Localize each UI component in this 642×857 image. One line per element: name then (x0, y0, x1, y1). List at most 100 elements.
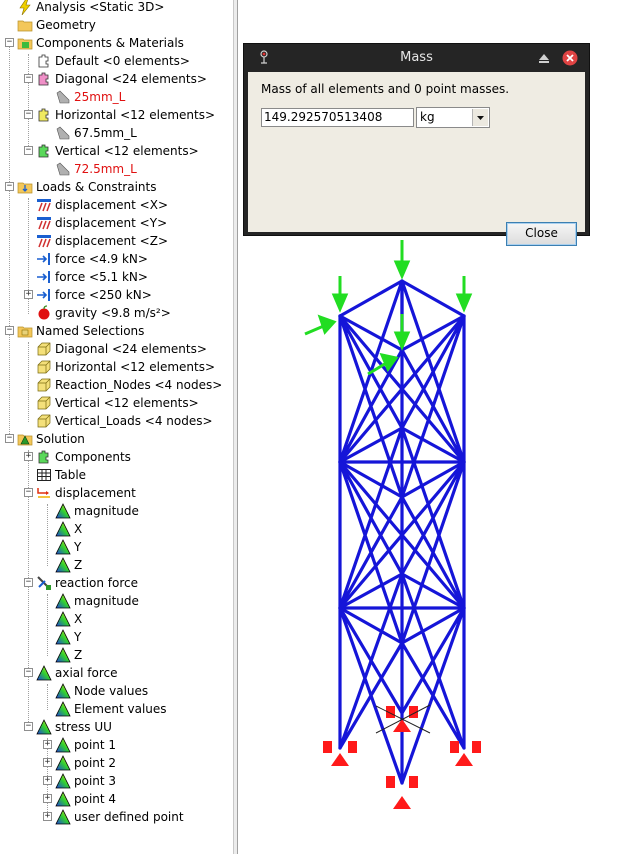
tree-label: force <4.9 kN> (55, 252, 148, 266)
tree-item-diagonal-material[interactable]: 25mm_L (0, 88, 233, 106)
folder-icon (17, 20, 33, 32)
tree-item-rf-x[interactable]: X (0, 610, 233, 628)
tree-label: Z (74, 558, 83, 572)
result-triangle-icon (55, 611, 71, 627)
panel-splitter[interactable] (233, 0, 238, 854)
tree-label: X (74, 522, 83, 536)
close-icon[interactable] (562, 50, 578, 66)
collapse-toggle[interactable]: − (5, 325, 14, 335)
tree-item-disp-magnitude[interactable]: magnitude (0, 502, 233, 520)
tree-item-ns-vertical-loads[interactable]: Vertical_Loads <4 nodes> (0, 412, 233, 430)
tree-item-ns-horizontal[interactable]: Horizontal <12 elements> (0, 358, 233, 376)
result-triangle-icon (55, 791, 71, 807)
tree-label: axial force (55, 666, 118, 680)
tree-item-node-values[interactable]: Node values (0, 682, 233, 700)
tree-item-analysis[interactable]: Analysis <Static 3D> (0, 0, 233, 16)
tree-label: Diagonal <24 elements> (55, 342, 207, 356)
tree-item-user-defined-point[interactable]: + user defined point (0, 808, 233, 826)
tree-item-disp-x[interactable]: X (0, 520, 233, 538)
result-triangle-icon (55, 683, 71, 699)
collapse-toggle[interactable]: − (24, 577, 33, 587)
result-triangle-icon (55, 737, 71, 753)
tree-item-ns-vertical[interactable]: Vertical <12 elements> (0, 394, 233, 412)
mass-dialog: Mass Mass of all elements and 0 point ma… (243, 43, 590, 246)
expand-toggle[interactable]: + (43, 811, 52, 821)
tree-item-ns-reaction-nodes[interactable]: Reaction_Nodes <4 nodes> (0, 376, 233, 394)
tree-item-loads-constraints[interactable]: − Loads & Constraints (0, 178, 233, 196)
expand-toggle[interactable]: + (43, 775, 52, 785)
collapse-toggle[interactable]: − (24, 145, 33, 155)
tree-label: stress UU (55, 720, 112, 734)
unit-select[interactable]: kg (416, 107, 490, 128)
tree-item-rf-y[interactable]: Y (0, 628, 233, 646)
tree-label: Element values (74, 702, 167, 716)
collapse-toggle[interactable]: − (24, 721, 33, 731)
tree-item-vertical-material[interactable]: 72.5mm_L (0, 160, 233, 178)
expand-toggle[interactable]: + (43, 793, 52, 803)
dialog-titlebar[interactable]: Mass (244, 44, 589, 72)
tree-item-displacement-y[interactable]: displacement <Y> (0, 214, 233, 232)
tree-item-stress-uu[interactable]: − stress UU (0, 718, 233, 736)
tree-item-horizontal[interactable]: − Horizontal <12 elements> (0, 106, 233, 124)
cube-selection-icon (37, 342, 51, 356)
tree-item-force-2[interactable]: force <5.1 kN> (0, 268, 233, 286)
collapse-toggle[interactable]: − (24, 109, 33, 119)
tree-item-disp-y[interactable]: Y (0, 538, 233, 556)
angle-section-icon (56, 162, 70, 176)
collapse-toggle[interactable]: − (5, 37, 14, 47)
tree-item-geometry[interactable]: Geometry (0, 16, 233, 34)
tree-label: displacement <Y> (55, 216, 168, 230)
tree-item-default[interactable]: Default <0 elements> (0, 52, 233, 70)
tree-label: X (74, 612, 83, 626)
tree-item-displacement-result[interactable]: − displacement (0, 484, 233, 502)
selection-folder-icon (17, 326, 33, 338)
collapse-toggle[interactable]: − (24, 73, 33, 83)
tree-item-gravity[interactable]: gravity <9.8 m/s²> (0, 304, 233, 322)
tree-line (47, 594, 48, 656)
tree-item-point-4[interactable]: + point 4 (0, 790, 233, 808)
tree-item-rf-z[interactable]: Z (0, 646, 233, 664)
tree-item-element-values[interactable]: Element values (0, 700, 233, 718)
expand-toggle[interactable]: + (24, 289, 33, 299)
close-button[interactable]: Close (506, 222, 577, 246)
tree-item-horizontal-material[interactable]: 67.5mm_L (0, 124, 233, 142)
truss-tower-model (304, 240, 481, 809)
tree-item-force-1[interactable]: force <4.9 kN> (0, 250, 233, 268)
puzzle-piece-icon (38, 72, 49, 86)
collapse-toggle[interactable]: − (24, 487, 33, 497)
collapse-toggle[interactable]: − (24, 667, 33, 677)
result-triangle-icon (55, 647, 71, 663)
tree-item-solution[interactable]: − Solution (0, 430, 233, 448)
tree-item-named-selections[interactable]: − Named Selections (0, 322, 233, 340)
expand-toggle[interactable]: + (43, 739, 52, 749)
tree-item-rf-magnitude[interactable]: magnitude (0, 592, 233, 610)
tree-item-displacement-x[interactable]: displacement <X> (0, 196, 233, 214)
loads-folder-icon (17, 182, 33, 194)
collapse-toggle[interactable]: − (5, 181, 14, 191)
unit-select-value: kg (420, 110, 435, 124)
tree-item-point-3[interactable]: + point 3 (0, 772, 233, 790)
chevron-down-icon[interactable] (472, 109, 488, 126)
tree-item-displacement-z[interactable]: displacement <Z> (0, 232, 233, 250)
tree-item-components[interactable]: + Components (0, 448, 233, 466)
tree-item-diagonal[interactable]: − Diagonal <24 elements> (0, 70, 233, 88)
collapse-toggle[interactable]: − (5, 433, 14, 443)
shade-up-icon[interactable] (538, 53, 550, 64)
tree-item-reaction-force[interactable]: − reaction force (0, 574, 233, 592)
angle-section-icon (56, 126, 70, 140)
tree-item-force-3[interactable]: + force <250 kN> (0, 286, 233, 304)
tree-item-ns-diagonal[interactable]: Diagonal <24 elements> (0, 340, 233, 358)
expand-toggle[interactable]: + (43, 757, 52, 767)
tree-item-disp-z[interactable]: Z (0, 556, 233, 574)
tree-item-point-1[interactable]: + point 1 (0, 736, 233, 754)
displacement-constraint-icon (37, 235, 51, 248)
mass-value-field[interactable]: 149.292570513408 (261, 108, 414, 127)
result-triangle-icon (55, 557, 71, 573)
tree-item-axial-force[interactable]: − axial force (0, 664, 233, 682)
expand-toggle[interactable]: + (24, 451, 33, 461)
tree-item-point-2[interactable]: + point 2 (0, 754, 233, 772)
tree-item-table[interactable]: Table (0, 466, 233, 484)
tree-item-components-materials[interactable]: − Components & Materials (0, 34, 233, 52)
tree-label: 25mm_L (74, 90, 126, 104)
tree-item-vertical[interactable]: − Vertical <12 elements> (0, 142, 233, 160)
